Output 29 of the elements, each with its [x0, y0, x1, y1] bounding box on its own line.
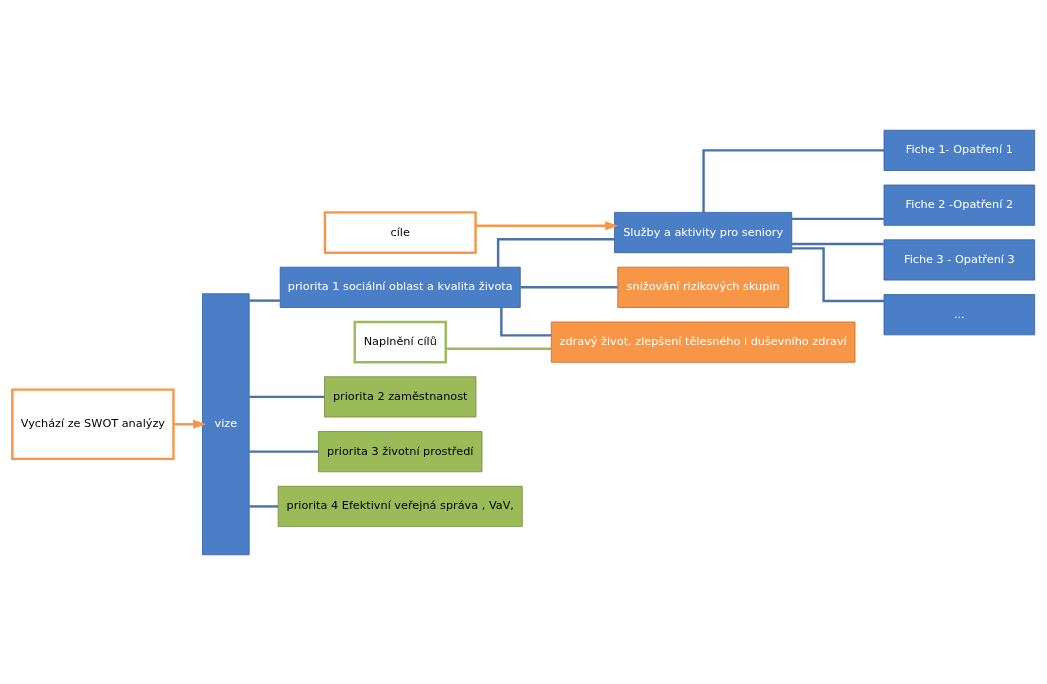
connector	[496, 237, 615, 267]
connector	[520, 285, 618, 289]
arrow	[475, 220, 619, 230]
connector	[792, 242, 884, 245]
node-box: Fiche 3 - Opatření 3	[883, 238, 1036, 280]
node-box: priorita 2 zaměstnanost	[324, 375, 477, 417]
node-box: cíle	[323, 210, 477, 254]
node-box: Naplnění cílů	[353, 320, 447, 363]
connector	[249, 298, 280, 302]
node-box: Vychází ze SWOT analýzy	[11, 387, 175, 460]
node-box: zdravý život, zlepšení tělesného i duševního zdraví	[550, 321, 856, 363]
node-box: snižování rizikových skupin	[617, 266, 789, 308]
connector	[500, 307, 552, 337]
connector	[249, 504, 278, 508]
node-box: Fiche 2 -Opatření 2	[883, 184, 1036, 226]
connector	[791, 246, 884, 302]
node-box: vize	[202, 292, 250, 555]
connector	[702, 148, 884, 212]
node-box: Služby a aktivity pro seniory	[614, 211, 793, 253]
node-box: priorita 3 životní prostředí	[318, 430, 483, 472]
node-box: Fiche 1- Opatření 1	[883, 129, 1036, 171]
arrow	[173, 419, 207, 429]
connector	[792, 217, 884, 220]
connector	[249, 395, 325, 398]
connector	[445, 347, 552, 350]
node-box: priorita 4 Efektivní veřejná správa , VaV,	[277, 485, 523, 527]
connector	[249, 449, 319, 453]
node-box: priorita 1 sociální oblast a kvalita života	[279, 266, 521, 308]
node-box: ...	[883, 293, 1036, 335]
